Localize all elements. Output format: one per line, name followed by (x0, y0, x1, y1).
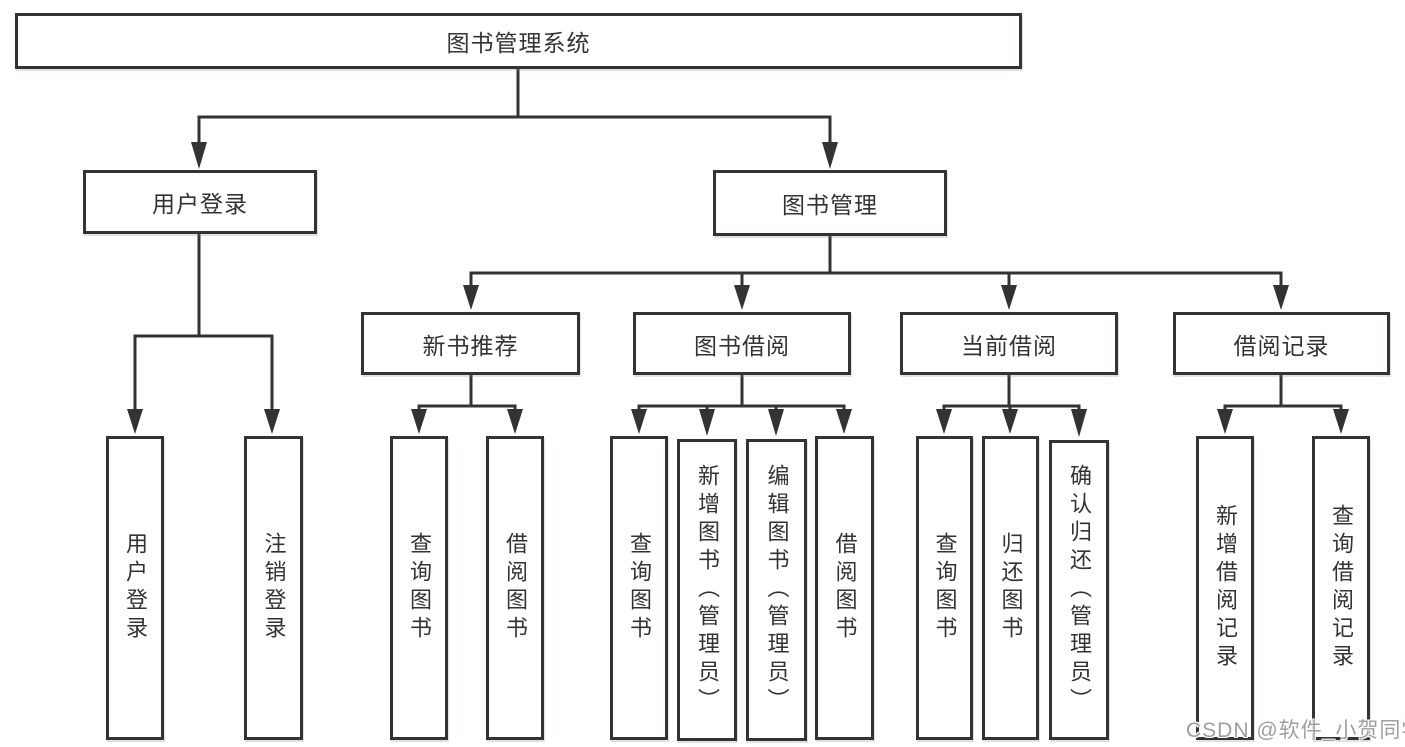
arrowheads-user-login-to-leaves (127, 409, 280, 434)
connector-book-borrow-to-leaves (637, 375, 846, 411)
node-leaf-query-books-recommend: 查询图书 (390, 436, 448, 740)
connector-borrow-records-to-leaves (1223, 375, 1343, 411)
connector-root-to-level2 (197, 69, 832, 145)
node-label: 用户登录 (123, 532, 148, 644)
node-leaf-borrow-books: 借阅图书 (815, 436, 874, 740)
node-label: 归还图书 (998, 532, 1024, 644)
node-new-book-recommend: 新书推荐 (361, 312, 580, 375)
node-label: 图书借阅 (694, 332, 790, 359)
node-label: 新增图书（管理员） (695, 464, 720, 716)
node-book-borrow: 图书借阅 (633, 312, 851, 375)
node-leaf-query-books-current: 查询图书 (916, 436, 973, 740)
node-label: 新增借阅记录 (1213, 504, 1238, 672)
node-label: 编辑图书（管理员） (764, 464, 790, 716)
node-user-login: 用户登录 (83, 170, 317, 234)
node-leaf-add-borrow-record: 新增借阅记录 (1196, 436, 1254, 740)
node-borrow-records: 借阅记录 (1173, 312, 1390, 375)
arrowheads-book-management-to-level3 (463, 285, 1289, 310)
node-label: 图书管理系统 (446, 30, 591, 56)
node-label: 查询借阅记录 (1329, 504, 1354, 672)
node-label: 确认归还（管理员） (1067, 464, 1092, 716)
connector-current-borrow-to-leaves (942, 375, 1081, 411)
connector-new-book-recommend-to-leaves (417, 375, 517, 411)
node-book-management: 图书管理 (713, 170, 947, 236)
node-current-borrow: 当前借阅 (900, 312, 1118, 375)
arrowheads-book-borrow-to-leaves (631, 409, 852, 436)
node-leaf-query-books-borrow: 查询图书 (610, 436, 668, 740)
node-label: 查询图书 (407, 532, 432, 644)
node-leaf-logout-login: 注销登录 (244, 436, 303, 740)
arrowheads-borrow-records-to-leaves (1217, 409, 1349, 434)
node-leaf-borrow-books-recommend: 借阅图书 (486, 436, 544, 740)
node-label: 注销登录 (261, 532, 287, 644)
arrowheads-root-to-level2 (191, 142, 838, 169)
arrowheads-new-book-recommend-to-leaves (411, 409, 523, 434)
node-leaf-edit-book-admin: 编辑图书（管理员） (746, 439, 807, 741)
node-leaf-user-login: 用户登录 (106, 436, 164, 740)
node-library-management-system: 图书管理系统 (15, 13, 1022, 69)
node-label: 图书管理 (782, 192, 878, 218)
arrowheads-current-borrow-to-leaves (936, 409, 1087, 437)
node-leaf-confirm-return-admin: 确认归还（管理员） (1049, 440, 1109, 740)
node-leaf-add-book-admin: 新增图书（管理员） (677, 439, 737, 741)
node-label: 借阅图书 (503, 532, 528, 644)
csdn-watermark: CSDN @软件_小贺同学 (1186, 719, 1405, 742)
node-label: 用户登录 (152, 191, 248, 217)
node-label: 新书推荐 (422, 332, 519, 359)
node-label: 借阅记录 (1233, 332, 1330, 359)
node-leaf-return-book: 归还图书 (982, 436, 1039, 740)
connector-book-management-to-level3 (469, 234, 1283, 287)
node-label: 查询图书 (627, 532, 652, 644)
node-label: 查询图书 (932, 532, 958, 644)
node-label: 借阅图书 (832, 532, 858, 644)
connector-user-login-to-leaves (133, 233, 274, 412)
node-label: 当前借阅 (961, 332, 1057, 359)
node-leaf-query-borrow-record: 查询借阅记录 (1312, 436, 1370, 740)
